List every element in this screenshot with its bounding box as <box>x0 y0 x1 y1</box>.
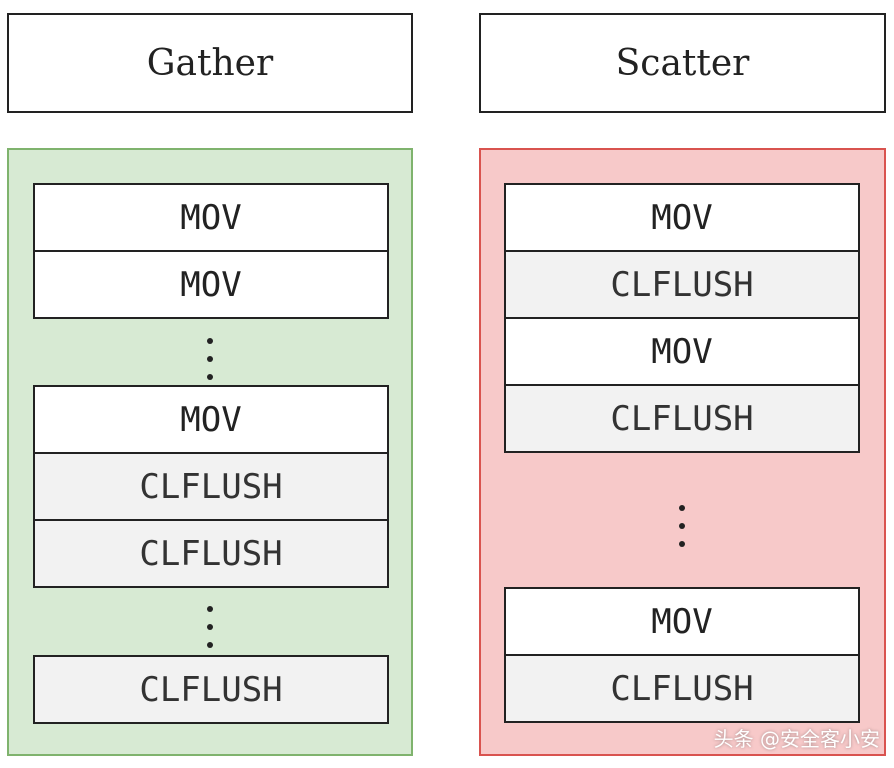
dot <box>207 356 213 362</box>
gather-ellipsis <box>204 338 216 380</box>
scatter-ellipsis <box>676 505 688 547</box>
dot <box>679 523 685 529</box>
gather-header: Gather <box>7 13 413 113</box>
gather-block: CLFLUSH <box>33 519 389 588</box>
gather-ellipsis <box>204 606 216 648</box>
dot <box>207 624 213 630</box>
gather-panel: MOV MOV MOV CLFLUSH CLFLUSH CLFLUSH <box>7 148 413 756</box>
gather-block: MOV <box>33 385 389 454</box>
scatter-block: CLFLUSH <box>504 654 860 723</box>
gather-block: CLFLUSH <box>33 452 389 521</box>
scatter-header: Scatter <box>479 13 886 113</box>
scatter-block: MOV <box>504 587 860 656</box>
gather-block: MOV <box>33 250 389 319</box>
watermark: 头条 @安全客小安 <box>713 727 880 751</box>
dot <box>679 505 685 511</box>
scatter-title: Scatter <box>615 42 750 84</box>
dot <box>207 606 213 612</box>
scatter-block: MOV <box>504 317 860 386</box>
gather-title: Gather <box>146 42 274 84</box>
gather-block: CLFLUSH <box>33 655 389 724</box>
gather-block: MOV <box>33 183 389 252</box>
dot <box>207 338 213 344</box>
scatter-block: CLFLUSH <box>504 250 860 319</box>
scatter-block: MOV <box>504 183 860 252</box>
dot <box>679 541 685 547</box>
dot <box>207 642 213 648</box>
scatter-block: CLFLUSH <box>504 384 860 453</box>
dot <box>207 374 213 380</box>
scatter-panel: MOV CLFLUSH MOV CLFLUSH MOV CLFLUSH <box>479 148 886 756</box>
